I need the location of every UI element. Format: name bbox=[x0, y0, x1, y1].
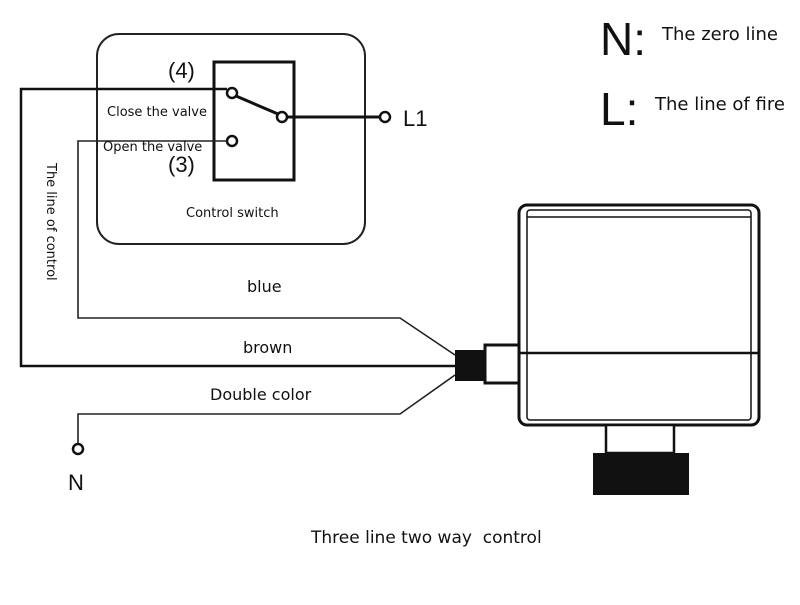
actuator-base bbox=[593, 453, 689, 495]
control-switch-housing bbox=[96, 33, 366, 245]
actuator-body-inner bbox=[526, 209, 752, 421]
legend-n-symbol: N: bbox=[600, 13, 646, 65]
brown-wire bbox=[19, 87, 455, 368]
terminal-4-label: (4) bbox=[168, 58, 195, 83]
blue-wire-label: blue bbox=[247, 277, 282, 296]
connector-gland bbox=[483, 343, 522, 385]
control-line-label: The line of control bbox=[43, 163, 58, 281]
neutral-terminal-label: N bbox=[68, 470, 84, 495]
cable-connector bbox=[455, 350, 485, 381]
switch-contact-box bbox=[212, 60, 296, 182]
contact-open-terminal bbox=[225, 134, 239, 148]
legend-n-text: The zero line bbox=[662, 24, 778, 45]
legend-l-symbol: L: bbox=[600, 83, 639, 135]
actuator-body bbox=[517, 203, 761, 427]
legend-l-text: The line of fire bbox=[655, 94, 785, 115]
neutral-terminal bbox=[71, 442, 85, 456]
double-color-wire bbox=[77, 374, 456, 444]
double-color-wire-label: Double color bbox=[210, 385, 312, 404]
contact-close-terminal bbox=[225, 86, 239, 100]
terminal-3-label: (3) bbox=[168, 152, 195, 177]
switch-lever bbox=[235, 94, 279, 116]
contact-common-terminal bbox=[275, 110, 289, 124]
close-valve-label: Close the valve bbox=[107, 105, 207, 120]
blue-wire bbox=[77, 140, 456, 356]
l1-terminal bbox=[378, 110, 392, 124]
open-valve-label: Open the valve bbox=[103, 140, 203, 155]
l1-label: L1 bbox=[403, 106, 428, 131]
actuator-stem bbox=[604, 423, 676, 455]
brown-wire-label: brown bbox=[243, 338, 293, 357]
control-switch-title: Control switch bbox=[186, 206, 279, 221]
diagram-caption: Three line two way control bbox=[311, 528, 542, 548]
